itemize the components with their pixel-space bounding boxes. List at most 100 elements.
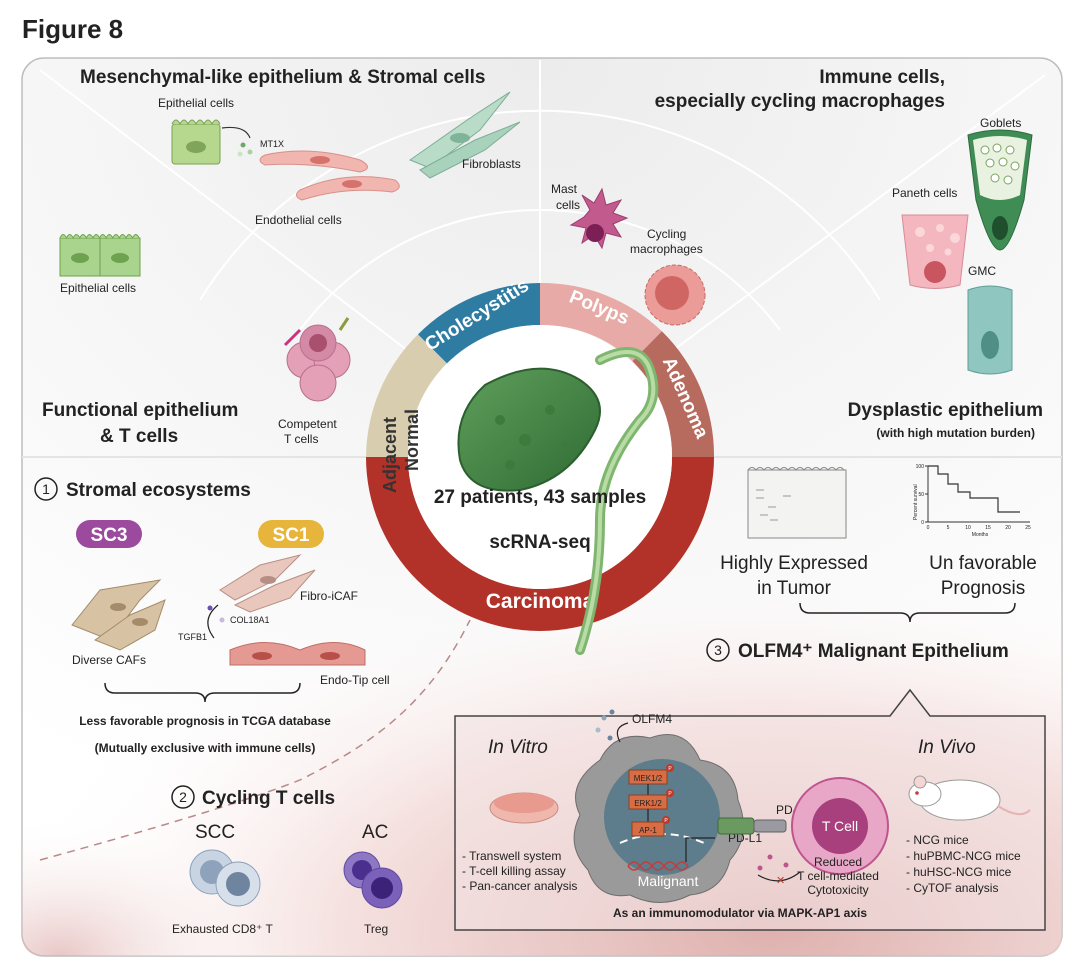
- olfm4-arrow: [616, 722, 629, 743]
- top-left-title: Mesenchymal-like epithelium & Stromal ce…: [80, 67, 485, 88]
- section1-brace: [104, 682, 301, 703]
- ap1-phospho-label: P: [664, 818, 668, 824]
- center-label-line2: scRNA-seq: [489, 532, 590, 553]
- ring-segment-polyps: [540, 282, 662, 362]
- section1-title: Stromal ecosystems: [66, 480, 251, 501]
- fibro-icaf-icon: [219, 554, 316, 613]
- cycling-macrophage-icon: [644, 264, 706, 326]
- section1-number-circle: [34, 477, 58, 501]
- center-label-line1: 27 patients, 43 samples: [434, 487, 646, 508]
- endo-tip-cell-label: Endo-Tip cell: [320, 673, 390, 687]
- olfm4-dot: [595, 727, 601, 733]
- section3-number: 3: [714, 642, 722, 658]
- right-title: Dysplastic epithelium: [848, 400, 1043, 421]
- km-xtick-25: 25: [1025, 525, 1031, 531]
- km-xtick-0: 0: [927, 525, 930, 531]
- t-cell-label: T Cell: [822, 818, 858, 834]
- epithelial-cells-left-icon: [59, 234, 141, 277]
- goblets-label: Goblets: [980, 116, 1021, 130]
- km-ytick-100: 100: [916, 464, 925, 470]
- box-caption: As an immunomodulator via MAPK-AP1 axis: [613, 906, 867, 920]
- col18a1-dot: [207, 605, 213, 611]
- goblet-cell-icon: [967, 129, 1033, 251]
- sc1-label: SC1: [273, 525, 310, 546]
- mt1x-dot: [240, 142, 246, 148]
- arc-divider: [299, 209, 781, 331]
- sc3-badge: [76, 520, 142, 548]
- section2-number-circle: [171, 785, 195, 809]
- mek-phospho-label: P: [668, 766, 672, 772]
- exhausted-cd8-t-icon: [189, 849, 261, 907]
- ring-label-carcinoma: Carcinoma: [486, 590, 595, 613]
- erk-label: ERK1/2: [634, 799, 662, 808]
- mt1x-dot: [237, 151, 243, 157]
- ap1-box: [631, 821, 665, 837]
- highly-expressed-line1: Highly Expressed: [720, 553, 868, 574]
- dna-helix-icon: [627, 861, 689, 871]
- top-right-title-line1: Immune cells,: [819, 67, 945, 88]
- endo-tip-cell-icon: [229, 642, 366, 666]
- treg-label: Treg: [364, 922, 388, 936]
- competent-t-cells-label-1: Competent: [278, 417, 337, 431]
- ring-label-normal-2: Normal: [402, 409, 422, 471]
- mt1x-dot: [247, 149, 253, 155]
- mast-cell-icon: [569, 187, 629, 250]
- section3-number-circle: [706, 638, 730, 662]
- section1-note1: Less favorable prognosis in TCGA databas…: [79, 714, 331, 728]
- fibroblast-icon: [408, 91, 521, 179]
- left-title-line1: Functional epithelium: [42, 400, 238, 421]
- olfm4-dot: [607, 735, 613, 741]
- ring-segment-cholecystitis: [418, 283, 540, 365]
- ring-label-normal-1: Adjacent: [380, 417, 400, 493]
- cytotoxic-dot: [757, 865, 763, 871]
- mt1x-arrow: [221, 126, 251, 139]
- km-ytick-0: 0: [921, 520, 924, 526]
- mek-label: MEK1/2: [634, 774, 663, 783]
- olfm4-dot: [609, 709, 615, 715]
- section2-title: Cycling T cells: [202, 788, 335, 809]
- malignant-nucleus: [604, 759, 720, 875]
- diverse-cafs-label: Diverse CAFs: [72, 653, 146, 667]
- erk-phospho: [666, 789, 674, 797]
- col18a1-arrow: [207, 604, 219, 639]
- olfm4-dot: [601, 715, 607, 721]
- block-x-icon: ✕: [776, 875, 785, 887]
- petri-dish-icon: [489, 792, 559, 824]
- survival-curve-icon: [925, 465, 1030, 523]
- tgfb1-label: TGFB1: [178, 632, 207, 642]
- reduced-line2: T cell-mediated: [797, 869, 879, 883]
- olfm4-label: OLFM4: [632, 712, 672, 726]
- scc-label: SCC: [195, 822, 235, 843]
- pdl1-receptor: [717, 817, 755, 835]
- km-xtick-5: 5: [947, 525, 950, 531]
- highly-expressed-line2: in Tumor: [757, 578, 832, 599]
- cycling-macrophages-label-2: macrophages: [630, 242, 703, 256]
- arc-divider-outer: [199, 109, 881, 301]
- section1-note2: (Mutually exclusive with immune cells): [95, 741, 316, 755]
- km-xtick-10: 10: [965, 525, 971, 531]
- section3-title: OLFM4⁺ Malignant Epithelium: [738, 641, 1009, 662]
- col18a1-dot: [219, 617, 225, 623]
- t-cell-nucleus: [812, 798, 868, 854]
- cytotoxicity-arrow: [757, 871, 801, 882]
- endothelial-cells-label: Endothelial cells: [255, 213, 342, 227]
- mt1x-label: MT1X: [260, 139, 284, 149]
- cytotoxic-dot: [783, 862, 789, 868]
- pd1-receptor: [753, 819, 787, 833]
- in-vitro-label: In Vitro: [488, 737, 548, 758]
- vivo-item-2: - huPBMC-NCG mice: [906, 849, 1021, 863]
- mast-cells-label-1: Mast: [551, 182, 578, 196]
- treg-icon: [343, 851, 403, 909]
- km-ytick-50: 50: [918, 492, 924, 498]
- km-xtick-15: 15: [985, 525, 991, 531]
- epithelial-cells-top-label: Epithelial cells: [158, 96, 234, 110]
- gallbladder-illustration: [457, 347, 659, 655]
- gmc-cell-icon: [967, 285, 1013, 375]
- dna-helix-icon: [627, 861, 689, 871]
- sc3-label: SC3: [91, 525, 128, 546]
- col18a1-label: COL18A1: [230, 615, 270, 625]
- diverse-cafs-icon: [71, 579, 166, 651]
- vitro-item-3: - Pan-cancer analysis: [462, 879, 577, 893]
- sc1-badge: [258, 520, 324, 548]
- vivo-item-4: - CyTOF analysis: [906, 881, 998, 895]
